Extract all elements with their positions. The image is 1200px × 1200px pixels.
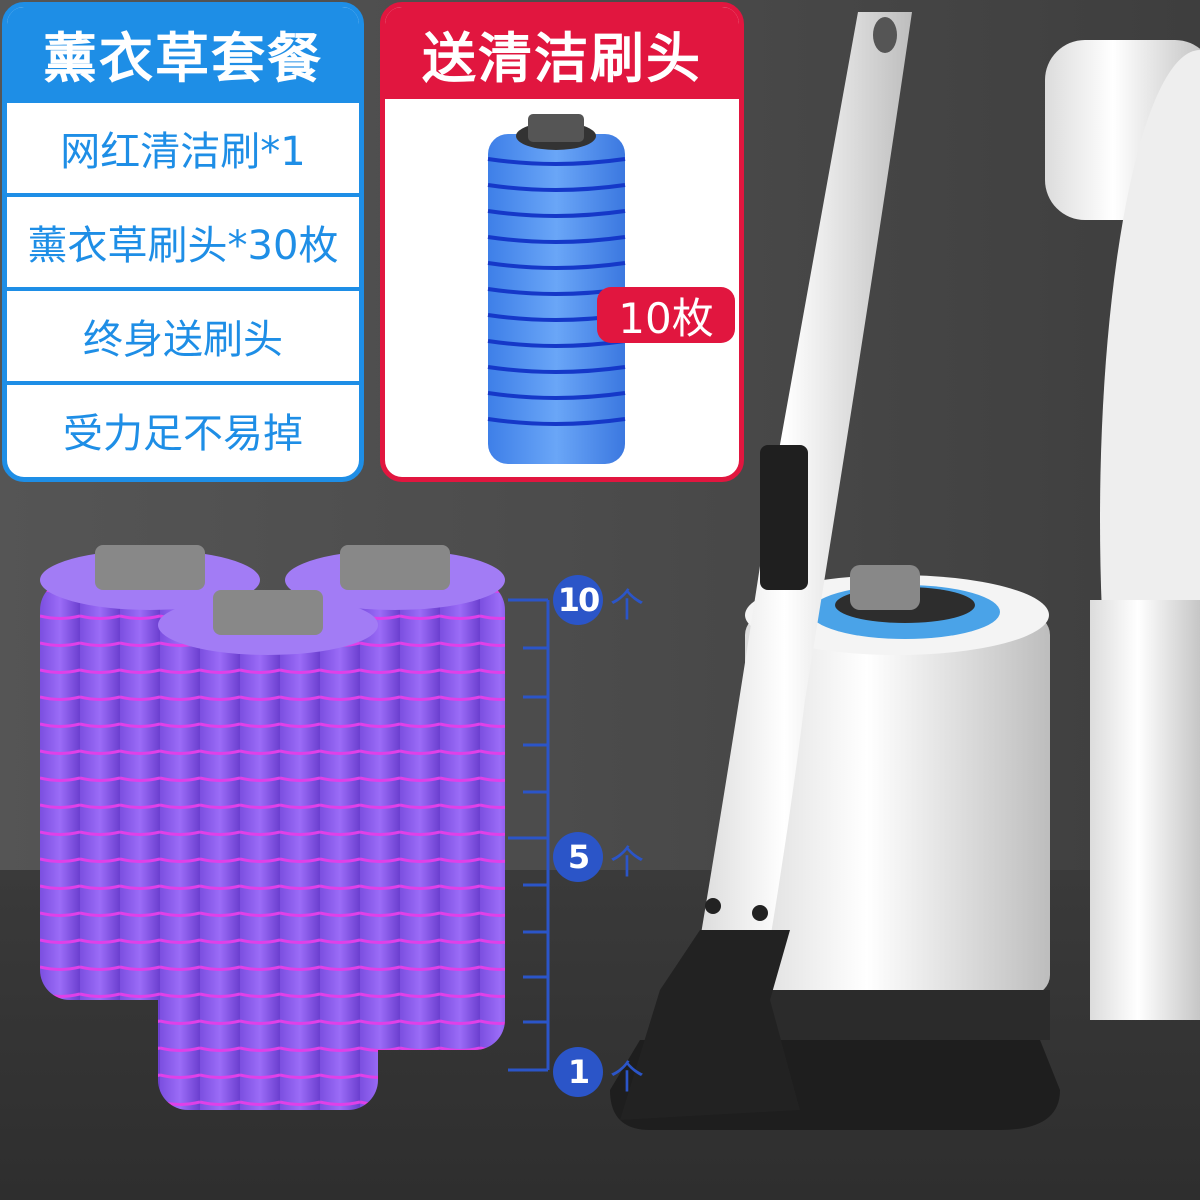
brush-handle: [620, 12, 912, 1120]
scale-mark-10: 10: [553, 575, 603, 625]
purple-brush-head-stack-front: [158, 590, 378, 1110]
package-item: 受力足不易掉: [7, 381, 359, 475]
scale-unit: 个: [610, 586, 644, 626]
blue-brush-head-stack: [487, 114, 626, 464]
package-card: 薰衣草套餐 网红清洁刷*1 薰衣草刷头*30枚 终身送刷头 受力足不易掉: [2, 2, 364, 482]
package-item: 网红清洁刷*1: [7, 99, 359, 193]
scale-unit: 个: [610, 843, 644, 883]
scale-unit: 个: [610, 1058, 644, 1098]
scale-mark-5: 5: [553, 832, 603, 882]
gift-count-badge: 10枚: [597, 287, 735, 343]
gift-title: 送清洁刷头: [385, 7, 739, 99]
scale-mark-1: 1: [553, 1047, 603, 1097]
toilet: [1045, 40, 1200, 1020]
gift-card: 送清洁刷头: [380, 2, 744, 482]
package-item: 终身送刷头: [7, 287, 359, 381]
package-item: 薰衣草刷头*30枚: [7, 193, 359, 287]
package-title: 薰衣草套餐: [7, 7, 359, 99]
height-scale: [508, 598, 550, 1072]
